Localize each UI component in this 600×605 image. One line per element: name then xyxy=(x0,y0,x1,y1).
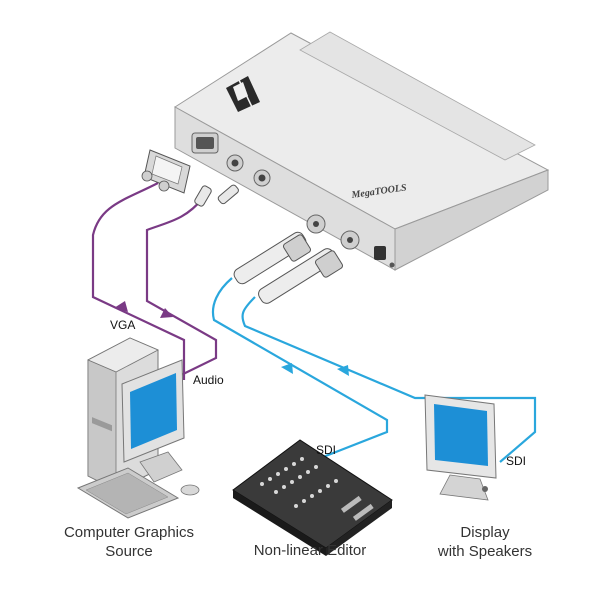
display-stand xyxy=(439,474,489,501)
computer-caption-line2: Source xyxy=(105,543,153,560)
computer-graphics-source xyxy=(76,337,200,519)
audio-input-port xyxy=(226,154,244,172)
display-screen xyxy=(434,404,488,466)
audio-plug xyxy=(194,184,239,207)
vga-arrow-icon xyxy=(114,301,128,312)
computer-screen xyxy=(130,373,177,449)
computer-caption-line1: Computer Graphics xyxy=(63,524,195,541)
sdi-editor-arrow-icon xyxy=(281,363,293,374)
computer-caption: Computer Graphics Source xyxy=(40,523,218,561)
device-top-panel xyxy=(299,31,536,161)
device-front xyxy=(174,106,396,271)
sdi-cable-display xyxy=(241,296,537,463)
sdi-bnc-plug-2 xyxy=(258,248,343,304)
sdi-cable-editor xyxy=(211,277,389,461)
vga-cable xyxy=(91,182,186,380)
brand-logo-icon xyxy=(226,76,260,112)
editor-console-front xyxy=(233,490,326,556)
sdi-display-arrow-icon xyxy=(337,365,349,376)
sdi-bnc-plug-1 xyxy=(233,231,311,285)
computer-mouse xyxy=(180,484,200,496)
display-caption-line1: Display xyxy=(460,524,510,541)
sdi-output-port-1 xyxy=(306,214,326,234)
editor-caption: Non-linear Editor xyxy=(253,542,367,559)
aux-jack-port xyxy=(253,169,271,187)
scaler-device: MegaTOOLS xyxy=(174,31,550,271)
display-with-speakers xyxy=(424,394,497,501)
display-caption-line2: with Speakers xyxy=(437,543,533,560)
vga-input-port xyxy=(191,132,219,154)
non-linear-editor xyxy=(232,439,393,556)
power-jack-port xyxy=(374,246,395,268)
sdi-output-port-2 xyxy=(340,230,360,250)
speaker-icon xyxy=(482,486,488,492)
editor-console-top xyxy=(232,439,393,549)
editor-control-knobs xyxy=(260,457,338,508)
sdi-editor-label: SDI xyxy=(316,443,337,457)
sdi-display-label: SDI xyxy=(506,454,527,468)
vga-plug xyxy=(141,149,191,194)
display-caption: Display with Speakers xyxy=(420,523,550,561)
audio-cable xyxy=(145,197,218,379)
audio-arrow-icon xyxy=(160,308,173,318)
vga-cable-label: VGA xyxy=(110,318,136,332)
audio-cable-label: Audio xyxy=(193,373,224,387)
